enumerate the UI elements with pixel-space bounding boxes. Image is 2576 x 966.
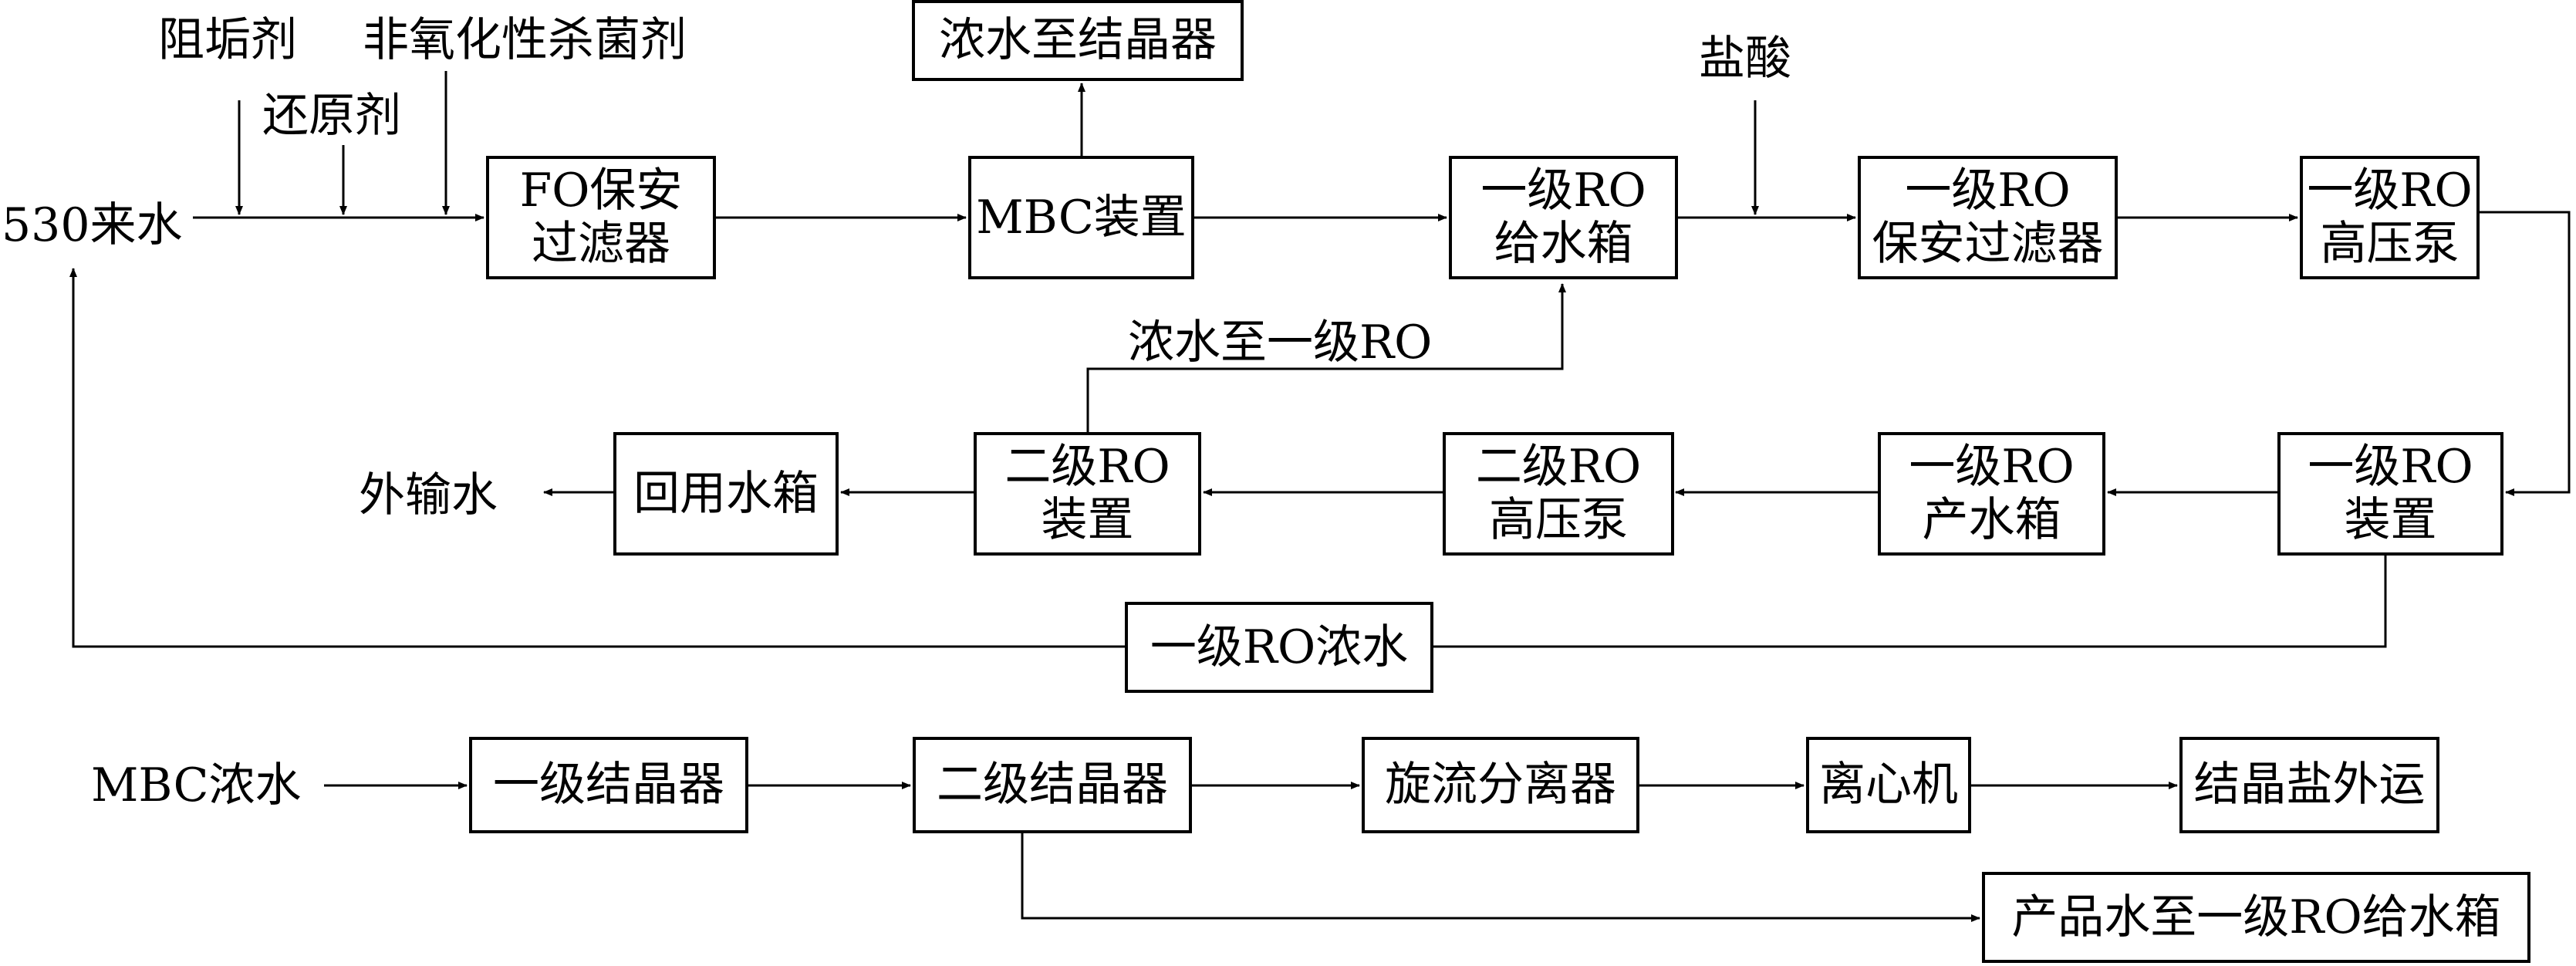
centrifuge-box: 离心机 bbox=[1806, 737, 1971, 833]
hcl-label: 盐酸 bbox=[1699, 32, 1791, 86]
product-to-ro1-box: 产品水至一级RO给水箱 bbox=[1982, 872, 2530, 963]
crystallizer2-box: 二级结晶器 bbox=[913, 737, 1192, 833]
flow-ro2-concentrate-to-ro1-feed-tank bbox=[1086, 283, 1566, 432]
conc-to-crystallizer-box: 浓水至结晶器 bbox=[912, 0, 1244, 81]
flow-ro1-concentrate-recycle bbox=[1433, 554, 2387, 648]
mbc-unit-box: MBC装置 bbox=[968, 156, 1194, 279]
ro1-concentrate-box: 一级RO浓水 bbox=[1125, 602, 1433, 693]
flow-ro1-hp-pump-to-ro1-unit bbox=[2480, 211, 2571, 496]
fo-filter-box: FO保安过滤器 bbox=[486, 156, 716, 279]
export-water-label: 外输水 bbox=[359, 468, 498, 522]
flow-crystallizer2-product-water bbox=[1021, 824, 1980, 922]
antiscalant-label: 阻垢剂 bbox=[158, 13, 297, 67]
flow-ro1-concentrate-to-feed bbox=[69, 268, 1125, 648]
biocide-label: 非氧化性杀菌剂 bbox=[363, 13, 687, 67]
crystallizer1-box: 一级结晶器 bbox=[469, 737, 748, 833]
salt-out-box: 结晶盐外运 bbox=[2179, 737, 2439, 833]
mbc-concentrate-label: MBC浓水 bbox=[91, 758, 302, 812]
reuse-tank-box: 回用水箱 bbox=[613, 432, 839, 556]
feed-water-label: 530来水 bbox=[2, 198, 183, 252]
cyclone-box: 旋流分离器 bbox=[1362, 737, 1639, 833]
reductant-label: 还原剂 bbox=[262, 89, 401, 143]
conc-to-ro1-label: 浓水至一级RO bbox=[1128, 316, 1433, 370]
